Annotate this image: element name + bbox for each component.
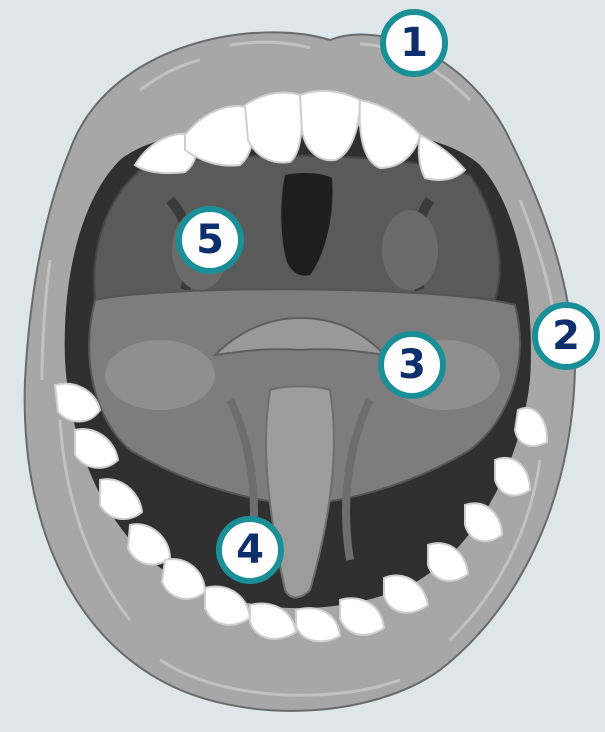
marker-1-badge: 1 — [380, 9, 448, 77]
marker-4-badge: 4 — [216, 516, 284, 584]
marker-5-badge: 5 — [176, 206, 244, 274]
marker-5-label: 5 — [196, 220, 224, 260]
marker-1-label: 1 — [400, 23, 428, 63]
marker-3-label: 3 — [398, 345, 426, 385]
marker-2-label: 2 — [552, 316, 580, 356]
marker-4-label: 4 — [236, 530, 264, 570]
marker-2-badge: 2 — [532, 302, 600, 370]
marker-3-badge: 3 — [378, 331, 446, 399]
